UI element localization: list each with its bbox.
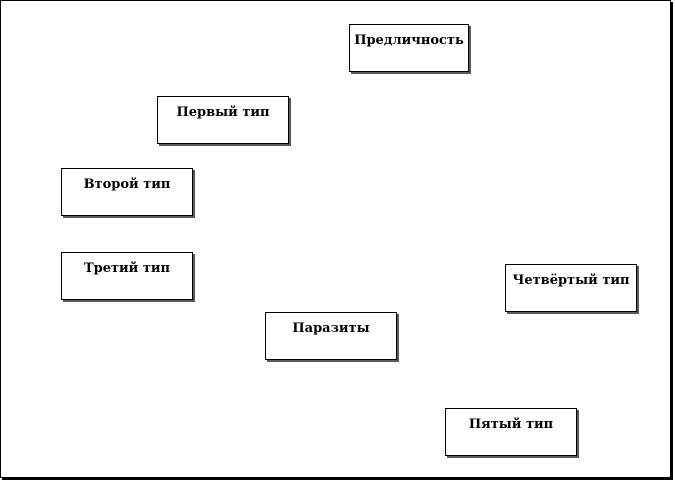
node-label: Второй тип [83, 177, 171, 192]
node-perviy-tip[interactable]: Первый тип [157, 96, 289, 144]
node-label: Четвёртый тип [512, 273, 630, 288]
node-vtoroy-tip[interactable]: Второй тип [61, 168, 193, 216]
node-label: Паразиты [292, 321, 370, 336]
node-label: Третий тип [83, 261, 171, 276]
node-predlichnost[interactable]: Предличность [349, 24, 469, 72]
node-chetvertiy-tip[interactable]: Четвёртый тип [505, 264, 637, 312]
node-tretiy-tip[interactable]: Третий тип [61, 252, 193, 300]
node-pyatiy-tip[interactable]: Пятый тип [445, 408, 577, 456]
node-parazity[interactable]: Паразиты [265, 312, 397, 360]
node-label: Первый тип [176, 105, 270, 120]
node-label: Предличность [354, 33, 464, 48]
node-label: Пятый тип [468, 417, 554, 432]
